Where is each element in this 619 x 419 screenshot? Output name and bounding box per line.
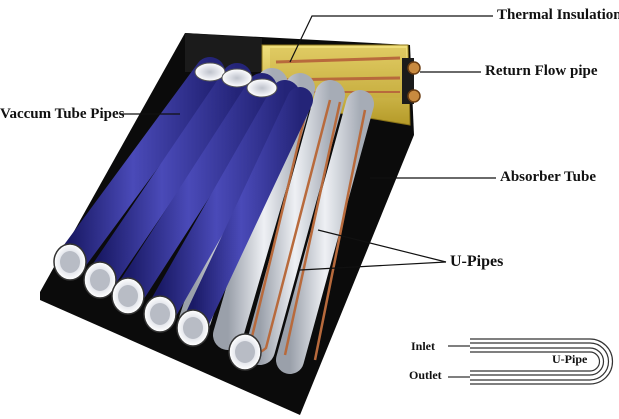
inset-u-pipe-diagram bbox=[448, 338, 614, 385]
label-thermal-insulation: Thermal Insulation bbox=[497, 7, 619, 23]
label-u-pipe: U-Pipe bbox=[552, 352, 588, 366]
label-vacuum-tube-pipes: Vaccum Tube Pipes bbox=[0, 106, 125, 122]
vacuum-tubes bbox=[55, 57, 313, 341]
label-outlet: Outlet bbox=[409, 368, 442, 382]
tube-bottom-ends bbox=[53, 243, 262, 371]
leader-lines bbox=[120, 15, 496, 271]
label-return-flow-pipe: Return Flow pipe bbox=[485, 63, 598, 79]
label-u-pipes: U-Pipes bbox=[450, 253, 504, 270]
tube-top-ends bbox=[194, 62, 278, 98]
return-flow-pipe-ends bbox=[402, 58, 421, 104]
label-absorber-tube: Absorber Tube bbox=[500, 169, 597, 185]
label-inlet: Inlet bbox=[411, 339, 435, 353]
